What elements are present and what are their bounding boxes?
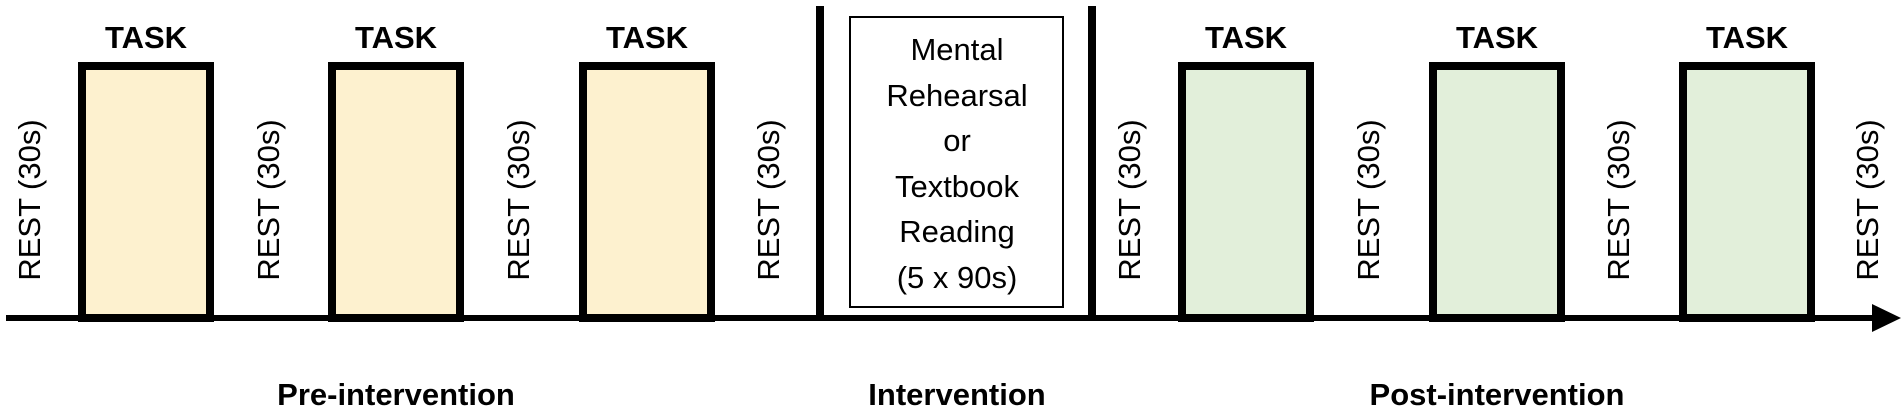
intervention-group: Mental Rehearsal or Textbook Reading (5 … — [816, 6, 1096, 412]
intervention-line-4: Textbook — [895, 169, 1020, 204]
pre-task-block-3 — [579, 62, 715, 322]
pre-task-label-3: TASK — [606, 20, 689, 55]
post-task-label-1: TASK — [1205, 20, 1288, 55]
pre-task-block-2 — [328, 62, 464, 322]
post-rest-label-4: REST (30s) — [1850, 119, 1885, 280]
intervention-line-2: Rehearsal — [886, 78, 1027, 113]
pre-task-label-1: TASK — [105, 20, 188, 55]
pre-rest-label-3: REST (30s) — [501, 119, 536, 280]
pre-rest-label-1: REST (30s) — [12, 119, 47, 280]
post-rest-label-2: REST (30s) — [1351, 119, 1386, 280]
post-task-label-3: TASK — [1706, 20, 1789, 55]
pre-intervention-group: TASK TASK TASK REST (30s) REST (30s) RES… — [12, 20, 786, 412]
intervention-line-5: Reading — [899, 214, 1014, 249]
post-task-label-2: TASK — [1456, 20, 1539, 55]
timeline-arrowhead — [1872, 304, 1901, 332]
pre-rest-label-4: REST (30s) — [751, 119, 786, 280]
intervention-box — [849, 16, 1064, 308]
pre-task-label-2: TASK — [355, 20, 438, 55]
intervention-line-3: or — [943, 123, 971, 158]
post-intervention-group: TASK TASK TASK REST (30s) REST (30s) RES… — [1112, 20, 1885, 412]
pre-rest-label-2: REST (30s) — [251, 119, 286, 280]
post-task-block-3 — [1679, 62, 1815, 322]
pre-intervention-label: Pre-intervention — [277, 377, 515, 412]
post-rest-label-3: REST (30s) — [1601, 119, 1636, 280]
intervention-line-1: Mental — [910, 32, 1003, 67]
intervention-line-6: (5 x 90s) — [897, 260, 1018, 295]
post-rest-label-1: REST (30s) — [1112, 119, 1147, 280]
post-intervention-label: Post-intervention — [1370, 377, 1625, 412]
intervention-label: Intervention — [868, 377, 1045, 412]
post-task-block-2 — [1429, 62, 1565, 322]
pre-task-block-1 — [78, 62, 214, 322]
post-task-block-1 — [1178, 62, 1314, 322]
